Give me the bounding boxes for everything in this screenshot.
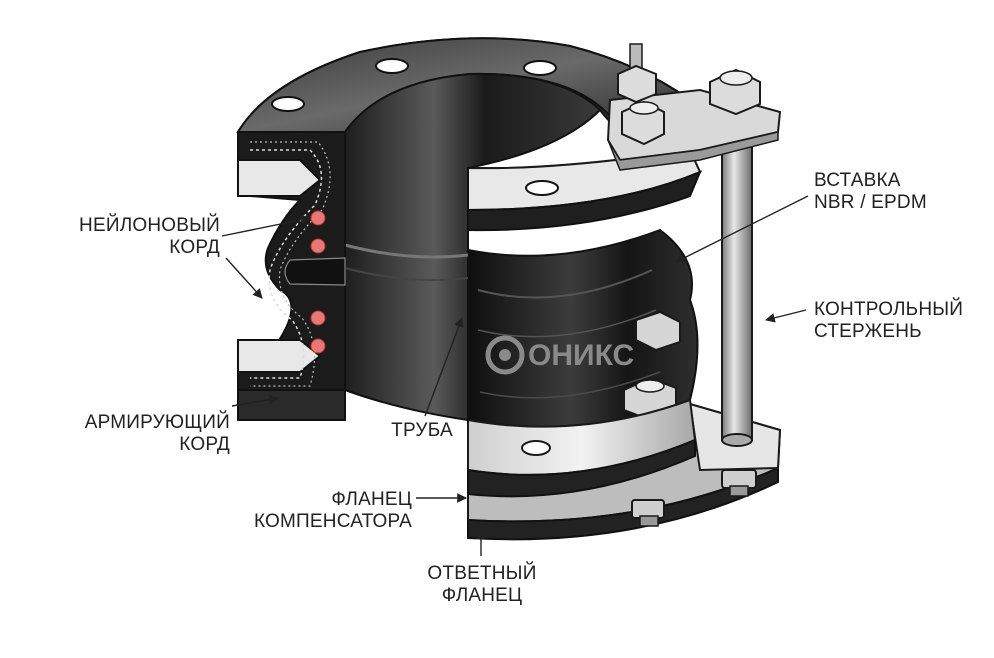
label-reinforcing-cord-line1: АРМИРУЮЩИЙ [84, 412, 230, 433]
top-nut-3 [709, 68, 761, 116]
bottom-nut-right [721, 469, 757, 497]
mid-hex-nut-upper [635, 310, 681, 352]
arrow-insert [675, 195, 809, 263]
nylon-cord-dot [310, 238, 326, 254]
label-insert-line2: NBR / EPDM [814, 192, 927, 213]
label-compensator-flange: ФЛАНЕЦ КОМПЕНСАТОРА [236, 489, 412, 533]
arrow-pipe [424, 317, 464, 417]
label-pipe-text: ТРУБА [391, 420, 453, 441]
arrow-control-rod [765, 309, 807, 323]
label-counter-flange-line1: ОТВЕТНЫЙ [427, 563, 537, 584]
top-nut-2 [621, 100, 665, 146]
control-rod [721, 139, 753, 447]
label-control-rod: КОНТРОЛЬНЫЙ СТЕРЖЕНЬ [814, 299, 989, 343]
label-insert: ВСТАВКА NBR / EPDM [814, 170, 974, 214]
nylon-cord-dot [310, 210, 326, 226]
label-control-rod-line1: КОНТРОЛЬНЫЙ [814, 299, 964, 320]
label-nylon-cord-line1: НЕЙЛОНОВЫЙ [79, 215, 220, 236]
label-control-rod-line2: СТЕРЖЕНЬ [814, 321, 922, 342]
pointer-arrows [221, 195, 809, 556]
label-reinforcing-cord: АРМИРУЮЩИЙ КОРД [40, 412, 230, 456]
top-nut-1 [617, 43, 657, 104]
pipe-bore [344, 72, 602, 422]
label-counter-flange-line2: ФЛАНЕЦ [441, 585, 523, 606]
reinforcing-cord-line [250, 149, 323, 379]
arrow-nylon-cord-2 [225, 257, 263, 299]
brand-logo-text: ОНИКС [528, 339, 634, 372]
nylon-cord-dot [310, 338, 326, 354]
label-nylon-cord: НЕЙЛОНОВЫЙ КОРД [40, 215, 220, 259]
label-nylon-cord-line2: КОРД [169, 237, 220, 258]
label-insert-line1: ВСТАВКА [814, 170, 901, 191]
arrow-reinforcing-cord [231, 394, 279, 407]
label-compensator-flange-line2: КОМПЕНСАТОРА [253, 511, 412, 532]
label-reinforcing-cord-line2: КОРД [179, 434, 230, 455]
rubber-insert: ОНИКС [467, 228, 699, 428]
brand-logo-icon [485, 335, 525, 375]
arrow-nylon-cord-1 [221, 214, 311, 237]
label-compensator-flange-line1: ФЛАНЕЦ [331, 489, 412, 510]
bottom-nut-left [631, 499, 665, 527]
compensator-flange-lower [467, 398, 697, 498]
section-cut [237, 131, 346, 421]
label-counter-flange: ОТВЕТНЫЙ ФЛАНЕЦ [412, 563, 552, 607]
label-pipe: ТРУБА [372, 420, 472, 442]
nylon-cord-dot [310, 310, 326, 326]
